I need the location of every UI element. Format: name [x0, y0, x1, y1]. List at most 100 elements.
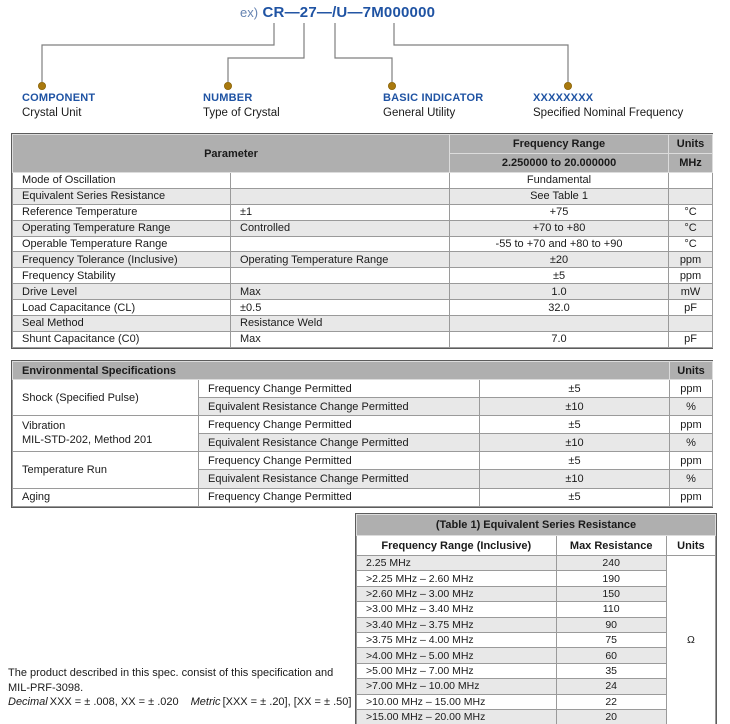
param-condition [229, 267, 451, 285]
param-condition: Controlled [229, 219, 451, 237]
param-condition [229, 172, 451, 189]
env-test: Equivalent Resistance Change Permitted [198, 397, 480, 417]
param-unit [668, 315, 714, 332]
env-unit: ppm [669, 451, 713, 471]
table-row: Equivalent Resistance Change Permitted ±… [13, 469, 713, 489]
env-unit: % [669, 397, 713, 417]
param-name: Seal Method [12, 315, 231, 332]
callout-connector-lines [38, 23, 573, 91]
esr-max: 190 [555, 570, 667, 587]
param-condition: ±1 [229, 203, 451, 221]
table-row: Operable Temperature Range -55 to +70 an… [12, 235, 714, 253]
esr-max: 20 [555, 708, 667, 724]
param-unit: ppm [668, 251, 714, 269]
part-number: CR—27—/U—7M000000 [262, 4, 436, 21]
esr-max: 35 [555, 662, 667, 680]
env-test: Frequency Change Permitted [198, 378, 480, 399]
env-group-name: Aging [12, 487, 199, 507]
esr-max: 90 [555, 616, 667, 633]
parameter-header: Parameter [11, 134, 451, 173]
table-row: >2.60 MHz – 3.00 MHz 150 [356, 585, 716, 603]
esr-col-units: Units [665, 535, 717, 556]
param-value: See Table 1 [449, 187, 670, 205]
esr-range: >3.00 MHz – 3.40 MHz [356, 601, 557, 618]
units-header: Units [668, 134, 714, 154]
env-group-name: Temperature Run [12, 451, 199, 489]
esr-range: >5.00 MHz – 7.00 MHz [356, 662, 557, 680]
env-units-header: Units [669, 361, 713, 380]
footnote-line2: MIL-PRF-3098. [8, 681, 84, 694]
param-name: Frequency Tolerance (Inclusive) [12, 251, 231, 269]
environmental-title: Environmental Specifications [12, 361, 670, 380]
param-name: Mode of Oscillation [12, 172, 231, 189]
param-name: Load Capacitance (CL) [12, 299, 231, 317]
env-unit: % [669, 469, 713, 489]
param-condition: Operating Temperature Range [229, 251, 451, 269]
param-unit: ppm [668, 267, 714, 285]
env-group-line1: Vibration [22, 420, 66, 433]
table-row: Operating Temperature Range Controlled +… [12, 219, 714, 237]
decimal-values: XXX = ± .008, XX = ± .020 [49, 696, 179, 709]
frequency-range-header: Frequency Range [449, 134, 670, 154]
param-unit: °C [668, 203, 714, 221]
table-row: Mode of Oscillation Fundamental [12, 172, 714, 189]
table-row: >4.00 MHz – 5.00 MHz 60 [356, 647, 716, 664]
units-value: MHz [668, 153, 714, 173]
esr-range: 2.25 MHz [356, 554, 557, 572]
param-unit: mW [668, 283, 714, 301]
metric-label: Metric [190, 696, 221, 709]
callout-title: COMPONENT [22, 92, 96, 104]
callout-frequency: XXXXXXXX Specified Nominal Frequency [533, 92, 683, 119]
param-condition: Max [229, 330, 451, 348]
table-row: >3.00 MHz – 3.40 MHz 110 [356, 601, 716, 618]
env-unit: ppm [669, 378, 713, 399]
ohm-symbol: Ω [665, 554, 717, 724]
env-value: ±5 [479, 415, 670, 435]
callout-subtitle: Crystal Unit [22, 107, 82, 119]
table-row: Shock (Specified Pulse) Frequency Change… [12, 378, 713, 417]
callout-component: COMPONENT Crystal Unit [22, 92, 95, 119]
esr-table: (Table 1) Equivalent Series Resistance F… [355, 513, 717, 724]
param-name: Operating Temperature Range [12, 219, 231, 237]
esr-max: 22 [555, 693, 667, 710]
esr-range: >2.25 MHz – 2.60 MHz [356, 570, 557, 587]
esr-max: 75 [555, 631, 667, 649]
env-group-name: Vibration MIL-STD-202, Method 201 [12, 415, 199, 453]
env-group-name: Shock (Specified Pulse) [12, 378, 199, 417]
param-unit: °C [668, 219, 714, 237]
environmental-table: Environmental Specifications Units Shock… [11, 360, 713, 508]
esr-range: >3.75 MHz – 4.00 MHz [356, 631, 557, 649]
param-value: ±5 [449, 267, 670, 285]
env-value: ±10 [479, 469, 670, 489]
esr-range: >15.00 MHz – 20.00 MHz [356, 708, 557, 724]
esr-max: 240 [555, 554, 667, 572]
param-value: +75 [449, 203, 670, 221]
env-test: Equivalent Resistance Change Permitted [198, 433, 480, 453]
env-value: ±5 [479, 451, 670, 471]
param-value: -55 to +70 and +80 to +90 [449, 235, 670, 253]
esr-range: >2.60 MHz – 3.00 MHz [356, 585, 557, 603]
param-name: Equivalent Series Resistance [12, 187, 231, 205]
callout-basic-indicator: BASIC INDICATOR General Utility [383, 92, 483, 119]
table-row: Seal Method Resistance Weld [12, 315, 714, 332]
param-name: Operable Temperature Range [12, 235, 231, 253]
env-value: ±10 [479, 433, 670, 453]
table-row: Shunt Capacitance (C0) Max 7.0 pF [12, 330, 714, 348]
param-unit [668, 187, 714, 205]
table-row: >5.00 MHz – 7.00 MHz 35 [356, 662, 716, 680]
table-row: Load Capacitance (CL) ±0.5 32.0 pF [12, 299, 714, 317]
param-value: 32.0 [449, 299, 670, 317]
table-row: >15.00 MHz – 20.00 MHz 20 [356, 708, 716, 724]
esr-col-range: Frequency Range (Inclusive) [356, 535, 557, 556]
param-value [449, 315, 670, 332]
esr-max: 110 [555, 601, 667, 618]
esr-max: 60 [555, 647, 667, 664]
env-test: Frequency Change Permitted [198, 451, 480, 471]
env-test: Frequency Change Permitted [198, 415, 480, 435]
env-value: ±5 [479, 487, 670, 507]
callout-subtitle: Type of Crystal [203, 107, 280, 119]
param-name: Drive Level [12, 283, 231, 301]
esr-range: >7.00 MHz – 10.00 MHz [356, 678, 557, 695]
env-unit: ppm [669, 415, 713, 435]
